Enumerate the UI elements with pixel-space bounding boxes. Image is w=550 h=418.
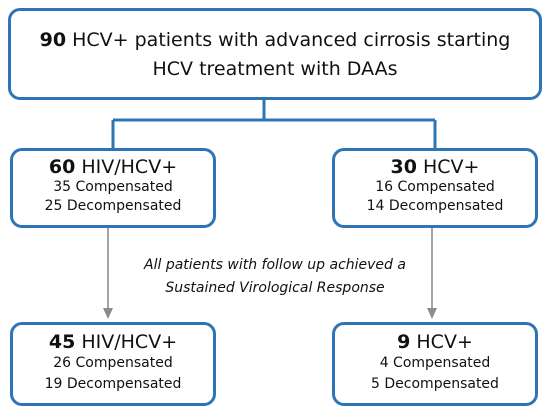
hcv-result-compensated: 4 Compensated	[379, 355, 491, 371]
hiv-hcv-start-decompensated: 25 Decompensated	[44, 198, 182, 214]
hiv-hcv-result-heading: 45 HIV/HCV+	[13, 331, 213, 353]
hiv-hcv-result-decompensated: 19 Decompensated	[44, 376, 182, 392]
hcv-result-decompensated: 5 Decompensated	[371, 376, 499, 392]
svr-note-line-1: All patients with follow up achieved a	[144, 257, 406, 273]
hiv-hcv-result-count: 45	[48, 331, 76, 353]
hiv-hcv-result-box: 45 HIV/HCV+ 26 Compensated 19 Decompensa…	[10, 322, 216, 406]
hcv-result-heading: 9 HCV+	[335, 331, 535, 353]
arrow-right-head	[427, 308, 437, 319]
tree-connector	[111, 100, 437, 149]
hcv-start-label: HCV+	[423, 156, 480, 178]
hcv-start-decompensated: 14 Decompensated	[366, 198, 504, 214]
hcv-result-box: 9 HCV+ 4 Compensated 5 Decompensated	[332, 322, 538, 406]
start-line-1: 90 HCV+ patients with advanced cirrosis …	[11, 26, 539, 55]
hcv-result-label: HCV+	[416, 331, 473, 353]
hcv-start-compensated: 16 Compensated	[375, 179, 495, 195]
hiv-hcv-start-heading: 60 HIV/HCV+	[13, 156, 213, 178]
arrow-left-head	[103, 308, 113, 319]
hcv-result-count: 9	[397, 331, 411, 353]
hcv-start-count: 30	[390, 156, 417, 178]
start-text-1: HCV+ patients with advanced cirrosis sta…	[72, 29, 511, 51]
start-count: 90	[39, 29, 67, 51]
hiv-hcv-start-count: 60	[48, 156, 76, 178]
svr-note: All patients with follow up achieved a S…	[110, 254, 440, 300]
hiv-hcv-start-box: 60 HIV/HCV+ 35 Compensated 25 Decompensa…	[10, 148, 216, 228]
hiv-hcv-start-label: HIV/HCV+	[81, 156, 178, 178]
hcv-start-heading: 30 HCV+	[335, 156, 535, 178]
hiv-hcv-result-label: HIV/HCV+	[81, 331, 178, 353]
arrow-left	[103, 228, 113, 319]
hiv-hcv-start-compensated: 35 Compensated	[53, 179, 173, 195]
hiv-hcv-result-compensated: 26 Compensated	[53, 355, 173, 371]
start-box: 90 HCV+ patients with advanced cirrosis …	[8, 8, 542, 100]
start-text-2: HCV treatment with DAAs	[152, 58, 398, 80]
hcv-start-box: 30 HCV+ 16 Compensated 14 Decompensated	[332, 148, 538, 228]
arrow-right	[427, 228, 437, 319]
svr-note-line-2: Sustained Virological Response	[165, 280, 385, 296]
